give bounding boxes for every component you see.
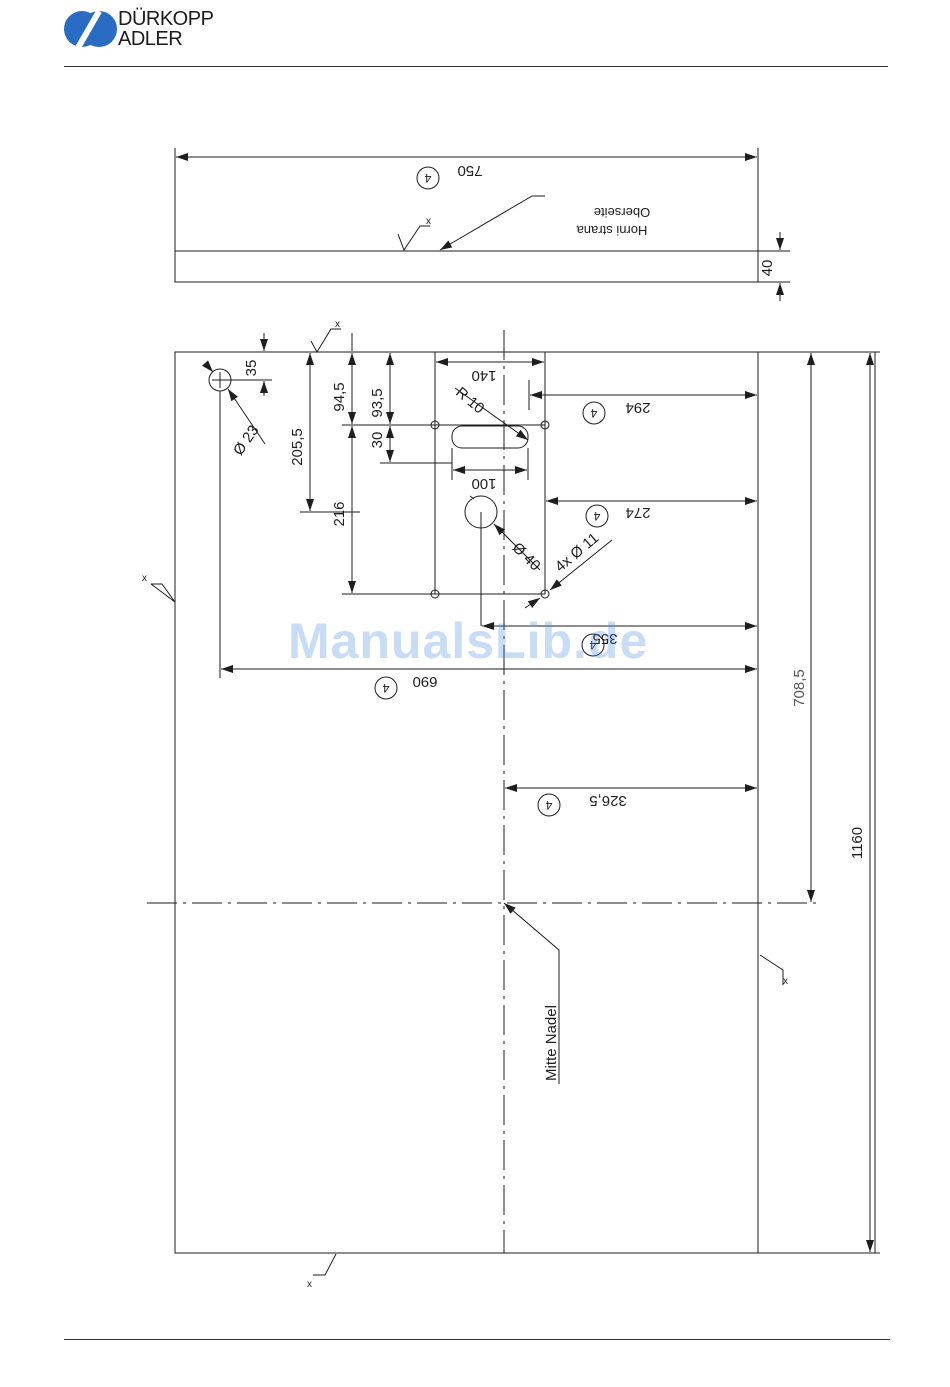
dim-r10: R 10	[452, 384, 487, 417]
plan-view	[147, 329, 880, 1275]
dim-1160: 1160	[849, 827, 866, 859]
label-horni-strana: Horni strana	[576, 223, 648, 238]
dim-35: 35	[243, 360, 260, 377]
label-oberseite: Oberseite	[594, 205, 650, 220]
marker-4-top: 4	[424, 171, 431, 185]
dim-326-5: 326,5	[589, 792, 627, 809]
marker-4-b: 4	[593, 509, 600, 523]
label-mitte-nadel: Mitte Nadel	[543, 1005, 560, 1081]
dim-140: 140	[471, 367, 496, 384]
roughness-x-plan: x	[335, 319, 340, 330]
plate-edge-outline	[175, 251, 758, 282]
marker-4-a: 4	[590, 406, 597, 420]
roughness-symbol-top	[398, 226, 430, 250]
dim-40: 40	[759, 260, 776, 277]
roughness-x-bottom: x	[307, 1279, 312, 1290]
dim-216: 216	[331, 501, 348, 526]
marker-4-e: 4	[545, 798, 552, 812]
dim-93-5: 93,5	[369, 388, 386, 417]
slot-cutout	[452, 426, 528, 448]
dim-d23: Ø 23	[230, 422, 263, 458]
roughness-symbol-plan-top	[311, 329, 341, 352]
watermark: ManualsLib.de	[288, 612, 648, 670]
dim-205-5: 205,5	[289, 428, 306, 466]
plate-outline	[175, 352, 875, 1253]
dim-294: 294	[625, 399, 650, 416]
dim-30: 30	[369, 432, 386, 449]
roughness-x-left: x	[142, 573, 147, 584]
dim-708-5: 708,5	[791, 669, 808, 707]
marker-4-d: 4	[382, 681, 389, 695]
roughness-x-right: x	[783, 976, 788, 987]
dim-274: 274	[625, 504, 650, 521]
dim-100: 100	[471, 475, 496, 492]
dim-750: 750	[457, 162, 482, 179]
dim-690: 690	[412, 673, 437, 690]
roughness-x-top: x	[426, 216, 431, 227]
dim-94-5: 94,5	[331, 382, 348, 411]
